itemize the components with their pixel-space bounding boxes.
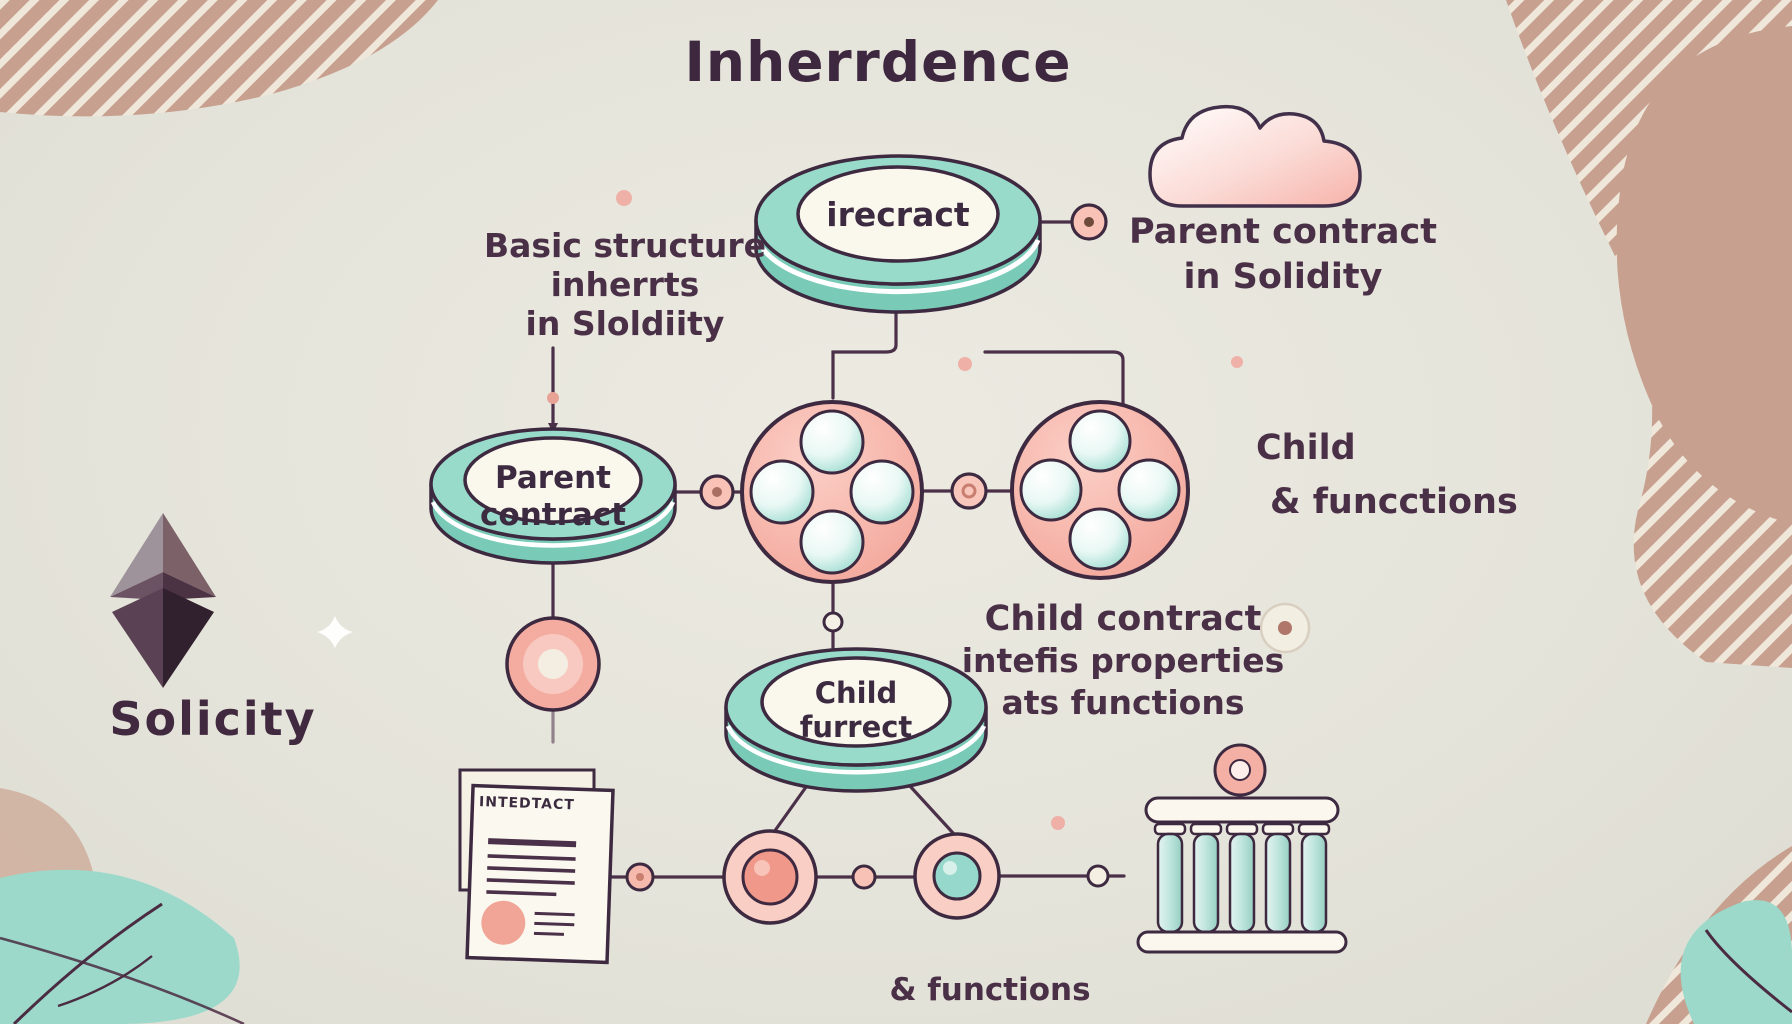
parent-node-line2: contract — [480, 496, 626, 533]
basic-structure-line2: inherrts — [550, 265, 700, 304]
decorative-dots — [616, 190, 1311, 830]
document-icon — [458, 768, 615, 965]
functions-caption: & functions — [889, 972, 1091, 1008]
ethereum-logo-icon — [110, 513, 216, 688]
parent-solidity-line1: Parent contract — [1129, 212, 1437, 252]
connector-beads — [547, 203, 1110, 892]
middle-cluster-circle — [740, 400, 924, 584]
cloud-icon — [1148, 104, 1362, 208]
top-left-striped-blob — [0, 0, 438, 117]
child-functions-line2: & funcctions — [1270, 482, 1518, 522]
top-disc-node — [754, 154, 1042, 314]
basic-structure-line1: Basic structure — [483, 226, 767, 265]
parent-solidity-line2: in Solidity — [1183, 257, 1383, 297]
temple-columns — [1153, 822, 1331, 934]
basic-structure-annotation: Basic structure inherrts in Sloldiity — [440, 226, 810, 343]
child-contract-line3: ats functions — [1001, 683, 1245, 722]
parent-donut-marker — [505, 616, 601, 712]
top-node-label: irecract — [826, 195, 970, 234]
child-node-line1: Child — [814, 676, 898, 710]
right-cluster-circle — [1010, 400, 1190, 580]
bottom-right-donut-marker — [913, 832, 1001, 920]
parent-disc-node — [429, 427, 677, 565]
child-disc-node — [724, 647, 988, 793]
brand-name: Solicity — [109, 692, 317, 746]
parent-node-line1: Parent — [494, 460, 611, 496]
bottom-left-donut-marker — [722, 829, 818, 925]
bottom-right-leaf-icon — [1680, 900, 1792, 1024]
child-node-line2: furrect — [799, 710, 913, 745]
bottom-left-leaf-icon — [0, 869, 245, 1024]
page-title: Inherrdence — [684, 30, 1072, 94]
parent-node-label: Parent contract — [453, 460, 653, 533]
child-contract-annotation: Child contract intefis properties ats fu… — [958, 598, 1288, 724]
temple-icon — [1136, 743, 1348, 954]
sparkle-icon — [317, 616, 353, 648]
child-contract-line2: intefis properties — [961, 641, 1285, 680]
right-tan-blob — [1616, 26, 1792, 524]
child-contract-line1: Child contract — [984, 599, 1262, 639]
basic-structure-line3: in Sloldiity — [525, 304, 725, 343]
child-node-label: Child furrect — [756, 676, 956, 744]
right-striped-blob — [1506, 0, 1792, 668]
child-functions-line1: Child — [1256, 428, 1356, 468]
parent-solidity-annotation: Parent contract in Solidity — [1118, 210, 1448, 300]
